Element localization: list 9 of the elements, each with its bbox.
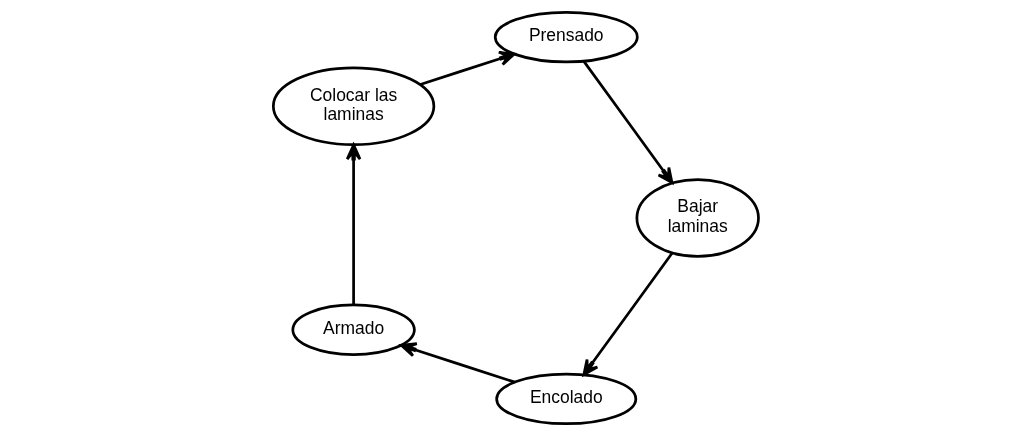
arrow <box>582 252 674 377</box>
arrow <box>582 60 674 185</box>
node-ellipse: Armado <box>291 303 416 356</box>
arrow <box>419 50 516 86</box>
node-ellipse: Bajar laminas <box>635 178 760 258</box>
node-ellipse: Colocar las laminas <box>271 66 436 146</box>
arrow <box>345 143 362 305</box>
arrow <box>399 342 516 384</box>
node-ellipse: Encolado <box>495 372 638 426</box>
